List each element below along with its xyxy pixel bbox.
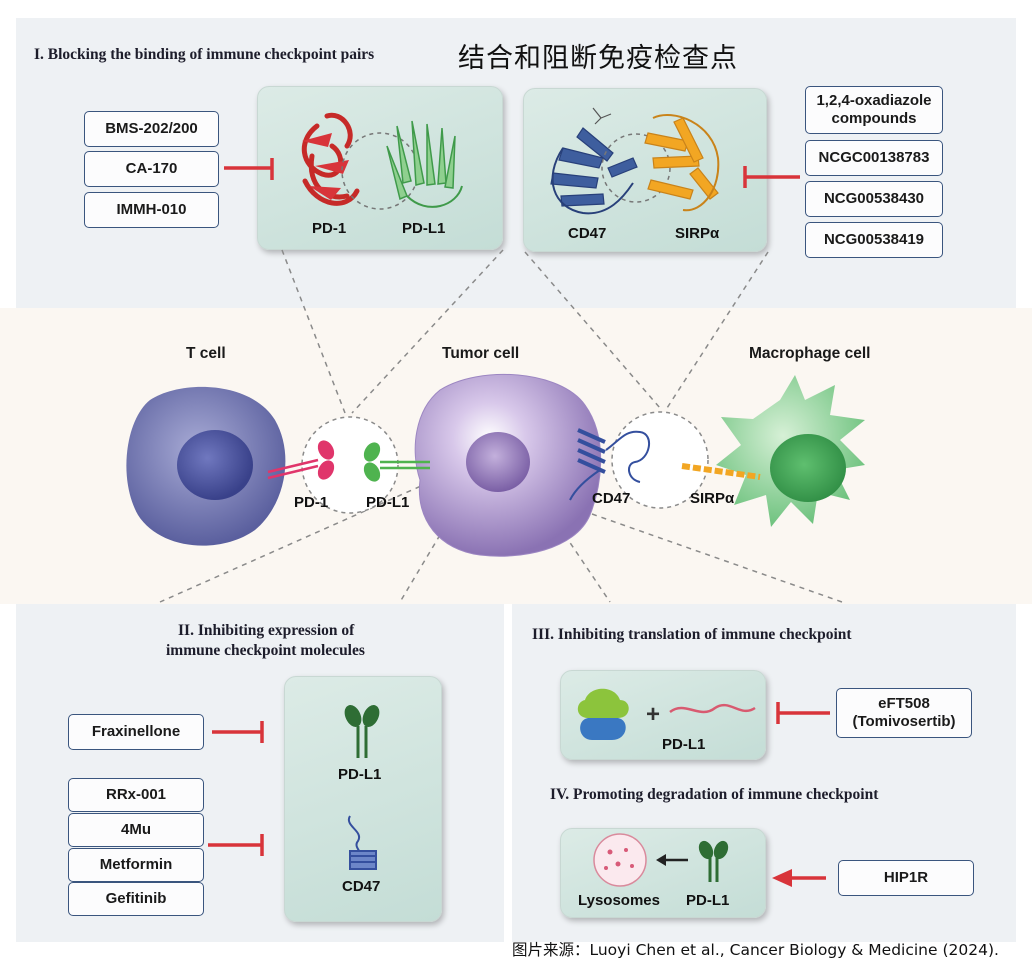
pdl1-protein: [386, 120, 456, 201]
degradation-box: [560, 828, 766, 918]
cd47-icon: [347, 815, 377, 870]
drug-oxadiazole-line1: 1,2,4-oxadiazole: [816, 92, 932, 109]
drug-box-ca-170: CA-170: [84, 151, 219, 187]
chinese-title: 结合和阻断免疫检查点: [458, 43, 738, 74]
interaction-label-pdl1: PD-L1: [366, 494, 410, 511]
degradation-label-lysosomes: Lysosomes: [578, 892, 660, 909]
cell-label-tumor: Tumor cell: [442, 345, 520, 362]
drug-box-ncgc00138783: NCGC00138783: [805, 140, 943, 176]
drug-box-ncg00538430: NCG00538430: [805, 181, 943, 217]
drug-box-gefitinib: Gefitinib: [68, 882, 204, 916]
translation-label-pdl1: PD-L1: [662, 736, 706, 753]
drug-box-hip1r: HIP1R: [838, 860, 974, 896]
drug-eft508-line1: eFT508: [878, 695, 930, 712]
sirpa-protein: [644, 117, 719, 200]
section-i-title: I. Blocking the binding of immune checkp…: [34, 46, 375, 63]
drug-oxadiazole-line2: compounds: [831, 110, 917, 127]
section-iv-title: IV. Promoting degradation of immune chec…: [550, 786, 879, 803]
drug-box-ncg00538419: NCG00538419: [805, 222, 943, 258]
pdl1-ligand: [363, 442, 430, 482]
sirpa-receptor: [681, 463, 761, 480]
drug-box-bms-202-200: BMS-202/200: [84, 111, 219, 147]
cell-label-t-cell: T cell: [186, 345, 226, 362]
drug-box-immh-010: IMMH-010: [84, 192, 219, 228]
cd47-sirpa-structure-box: [523, 88, 767, 252]
cd47-sirpa-zoom-circle: [611, 411, 709, 509]
inhibitor-symbol-pd1: [224, 158, 274, 180]
ribosome-icon: [577, 688, 629, 740]
cd47-protein: [550, 127, 638, 207]
macrophage-nucleus: [770, 434, 846, 502]
inhibitor-symbol-cd47: [743, 166, 800, 188]
translation-illustration: +: [577, 688, 756, 740]
drug-box-eft508: eFT508 (Tomivosertib): [836, 688, 972, 738]
drug-box-fraxinellone: Fraxinellone: [68, 714, 204, 750]
drug-box-rrx-001: RRx-001: [68, 778, 204, 812]
section-ii-title-line2: immune checkpoint molecules: [166, 642, 365, 659]
pdl1-degradation-icon: [698, 840, 729, 882]
structure-label-sirpa: SIRPα: [675, 225, 720, 242]
degradation-label-pdl1: PD-L1: [686, 892, 730, 909]
arrow-left-icon: [656, 854, 688, 866]
inhibitor-symbol-cd47-expression: [208, 834, 264, 856]
expression-label-pdl1: PD-L1: [338, 766, 382, 783]
section-ii-title-line1: II. Inhibiting expression of: [178, 622, 355, 639]
pd1-receptor: [267, 440, 335, 480]
cd47-receptor: [577, 428, 606, 474]
structure-label-cd47: CD47: [568, 225, 607, 242]
structure-label-pd1: PD-1: [312, 220, 347, 237]
drug-box-oxadiazole-compounds: 1,2,4-oxadiazole compounds: [805, 86, 943, 134]
drug-box-4mu: 4Mu: [68, 813, 204, 847]
pdl1-icon: [344, 705, 380, 758]
pd1-pdl1-protein-structure: [301, 112, 463, 210]
tumor-cell-nucleus: [466, 432, 530, 492]
structure-label-pdl1: PD-L1: [402, 220, 446, 237]
interaction-label-cd47: CD47: [592, 490, 631, 507]
arrow-hip1r: [772, 869, 826, 887]
cd47-sirpa-protein-structure: [550, 107, 720, 215]
expression-target-icons: [344, 705, 380, 870]
inhibitor-symbol-fraxinellone: [212, 721, 264, 743]
degradation-illustration: [593, 833, 729, 887]
interaction-label-pd1: PD-1: [294, 494, 329, 511]
image-credit: 图片来源：Luoyi Chen et al., Cancer Biology &…: [512, 941, 999, 959]
lysosome-icon: [593, 833, 647, 887]
interaction-label-sirpa: SIRPα: [690, 490, 735, 507]
drug-eft508-line2: (Tomivosertib): [852, 713, 956, 730]
t-cell-nucleus: [177, 430, 253, 500]
expression-label-cd47: CD47: [342, 878, 381, 895]
drug-box-metformin: Metformin: [68, 848, 204, 882]
inhibitor-symbol-eft508: [776, 702, 830, 724]
mrna-strand: [669, 703, 756, 714]
cell-label-macrophage: Macrophage cell: [749, 345, 871, 362]
svg-text:+: +: [646, 701, 660, 728]
section-iii-title: III. Inhibiting translation of immune ch…: [532, 626, 852, 643]
